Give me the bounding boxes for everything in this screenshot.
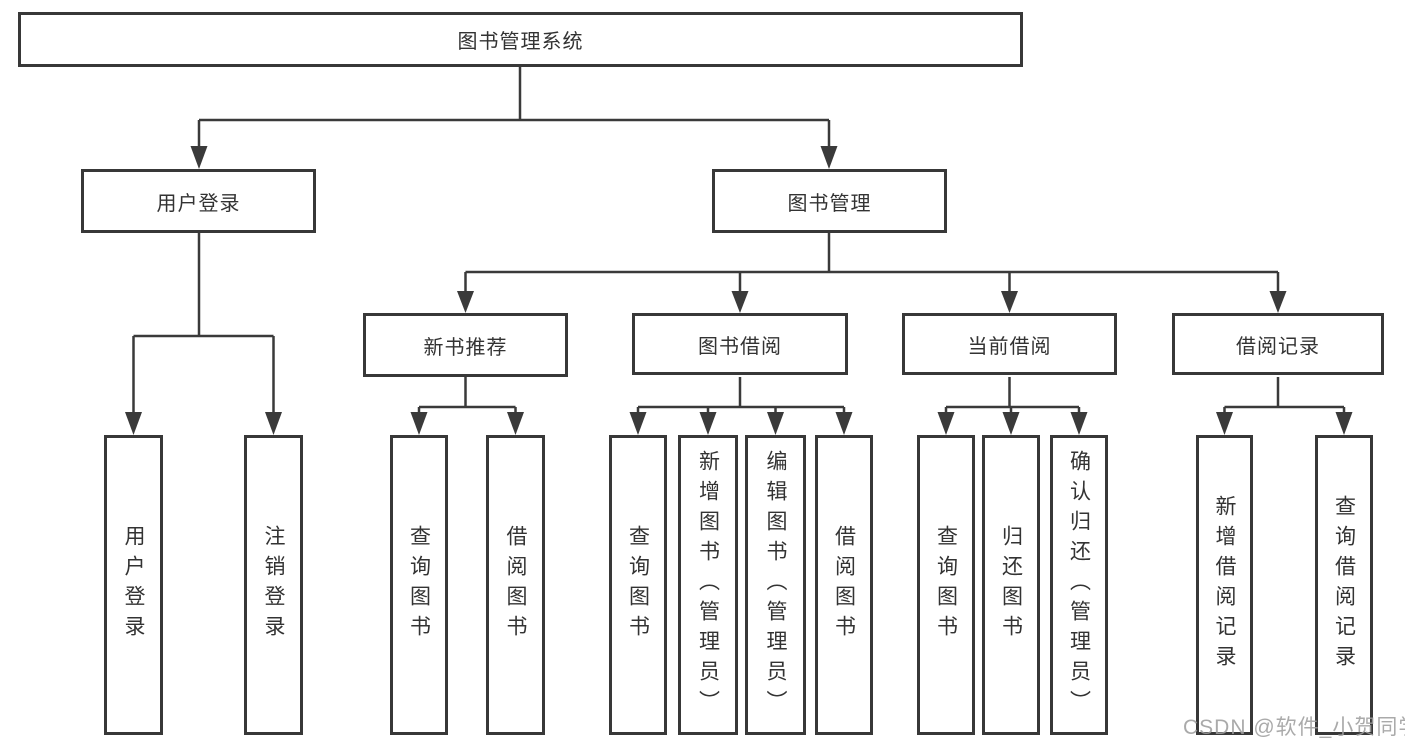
book-borrowing-node: 图书借阅 bbox=[632, 313, 848, 375]
node-label: 新书推荐 bbox=[423, 336, 508, 359]
borrowing-records-node: 借阅记录 bbox=[1172, 313, 1384, 375]
current-borrowing-node: 当前借阅 bbox=[902, 313, 1117, 375]
node-label: 查询图书 bbox=[934, 525, 958, 645]
book-management-node: 图书管理 bbox=[712, 169, 947, 233]
query-books-leaf: 查询图书 bbox=[390, 435, 448, 735]
node-label: 注销登录 bbox=[262, 525, 285, 645]
user-login-leaf: 用户登录 bbox=[104, 435, 163, 735]
add-borrow-record-leaf: 新增借阅记录 bbox=[1196, 435, 1253, 735]
node-label: 新增图书（管理员） bbox=[696, 450, 720, 720]
node-label: 查询借阅记录 bbox=[1332, 495, 1356, 675]
watermark: CSDN @软件_小贺同学 bbox=[1183, 716, 1405, 739]
new-book-recommend-node: 新书推荐 bbox=[363, 313, 568, 377]
node-label: 借阅图书 bbox=[504, 525, 527, 645]
arrowheads bbox=[125, 146, 1353, 435]
node-label: 用户登录 bbox=[122, 525, 145, 645]
root-node: 图书管理系统 bbox=[18, 12, 1023, 67]
logout-leaf: 注销登录 bbox=[244, 435, 303, 735]
node-label: 查询图书 bbox=[407, 525, 431, 645]
edit-book-admin-leaf: 编辑图书（管理员） bbox=[745, 435, 806, 735]
node-label: 当前借阅 bbox=[967, 335, 1052, 358]
node-label: 图书管理 bbox=[787, 192, 872, 215]
node-label: 查询图书 bbox=[626, 525, 650, 645]
node-label: 确认归还（管理员） bbox=[1067, 450, 1091, 720]
user-login-node: 用户登录 bbox=[81, 169, 316, 233]
confirm-return-admin-leaf: 确认归还（管理员） bbox=[1050, 435, 1108, 735]
node-label: 新增借阅记录 bbox=[1213, 495, 1236, 675]
node-label: 图书借阅 bbox=[698, 335, 782, 358]
node-label: 归还图书 bbox=[999, 525, 1023, 645]
node-label: 用户登录 bbox=[156, 192, 241, 215]
borrow-books-leaf: 借阅图书 bbox=[486, 435, 545, 735]
node-label: 借阅记录 bbox=[1236, 335, 1320, 358]
node-label: 图书管理系统 bbox=[457, 31, 584, 53]
query-books-leaf: 查询图书 bbox=[609, 435, 667, 735]
query-books-leaf: 查询图书 bbox=[917, 435, 975, 735]
node-label: 编辑图书（管理员） bbox=[764, 450, 787, 720]
borrow-books-leaf: 借阅图书 bbox=[815, 435, 873, 735]
add-book-admin-leaf: 新增图书（管理员） bbox=[678, 435, 738, 735]
query-borrow-record-leaf: 查询借阅记录 bbox=[1315, 435, 1373, 735]
return-books-leaf: 归还图书 bbox=[982, 435, 1040, 735]
node-label: 借阅图书 bbox=[832, 525, 856, 645]
